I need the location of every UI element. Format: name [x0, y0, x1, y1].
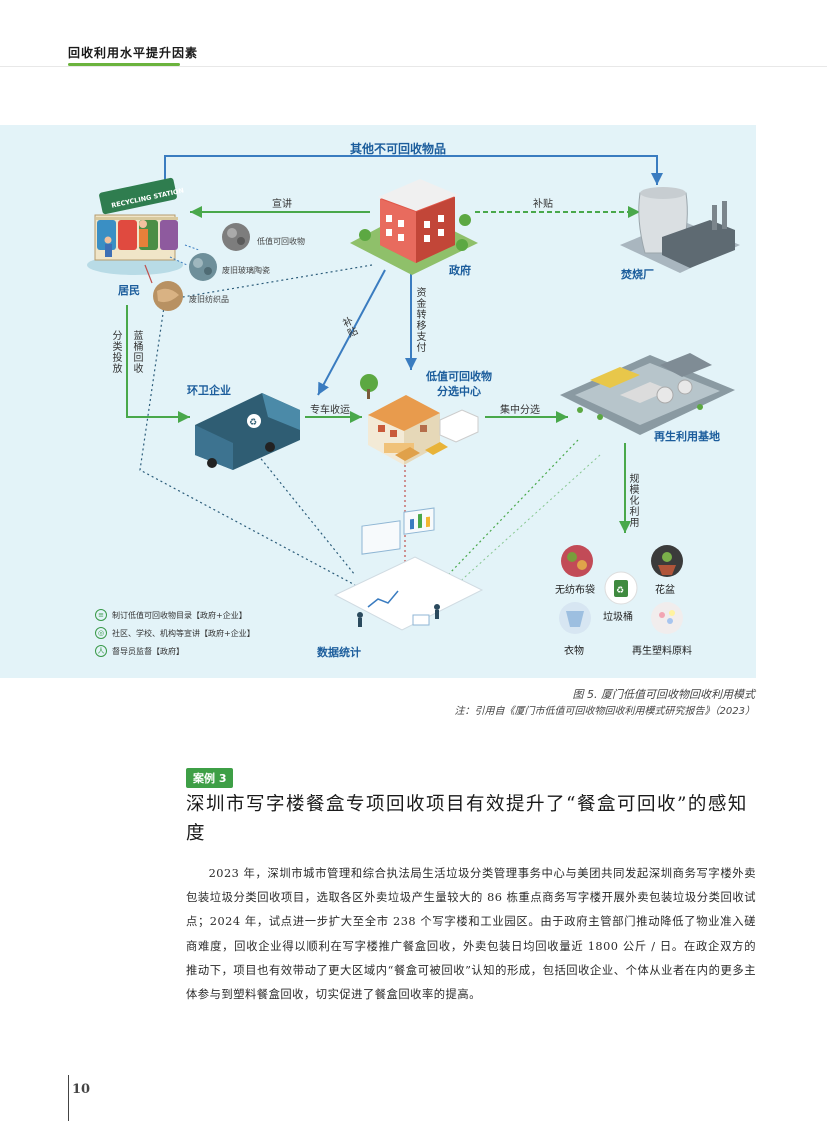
recycling-station-illustration: RECYCLING STATION	[87, 177, 185, 275]
legend-text: 社区、学校、机构等宣讲【政府+企业】	[112, 628, 255, 638]
list-icon: ≡	[95, 609, 107, 621]
product-trash-bin: 垃圾桶	[603, 612, 633, 623]
data-link-government	[139, 264, 373, 586]
residents-title: 居民	[118, 284, 140, 297]
case-badge: 案例 3	[186, 768, 234, 788]
page-number-rule	[68, 1075, 69, 1121]
flow-diagram-graphics: RECYCLING STATION	[87, 155, 740, 634]
figure-source-note: 注：引用自《厦门市低值可回收物回收利用模式研究报告》（2023）	[454, 706, 755, 717]
non-recyclable-label: 其他不可回收物品	[350, 142, 447, 156]
legend-item-supervision: 人 督导员监督【政府】	[95, 642, 255, 660]
person-icon: 人	[95, 645, 107, 657]
figure-legend: ≡ 制订低值可回收物目录【政府+企业】 ◎ 社区、学校、机构等宣讲【政府+企业】…	[95, 606, 255, 660]
incineration-plant-illustration	[620, 187, 740, 273]
legend-item-publicity: ◎ 社区、学校、机构等宣讲【政府+企业】	[95, 624, 255, 642]
government-title: 政府	[449, 264, 471, 277]
svg-text:♻: ♻	[616, 586, 624, 596]
sanitation-title: 环卫企业	[187, 384, 231, 397]
figure-caption: 图 5. 厦门低值可回收物回收利用模式	[572, 688, 756, 701]
product-recycled-plastic: 再生塑料原料	[632, 646, 692, 657]
header-accent-rule	[68, 63, 180, 66]
fund-transfer-label: 资金转移支付	[414, 287, 425, 353]
recycling-base-illustration	[560, 353, 735, 435]
recycling-model-figure: RECYCLING STATION	[0, 125, 756, 678]
waste-type-textiles: 废旧纺织品	[189, 295, 229, 304]
recycling-base-title: 再生利用基地	[654, 430, 720, 443]
data-link-base	[447, 439, 579, 576]
running-head: 回收利用水平提升因素	[68, 46, 199, 60]
data-link-sanitation	[257, 454, 356, 576]
legend-item-catalog: ≡ 制订低值可回收物目录【政府+企业】	[95, 606, 255, 624]
legend-text: 督导员监督【政府】	[112, 646, 184, 656]
case-body-paragraph: 2023 年，深圳市城市管理和综合执法局生活垃圾分类管理事务中心与美团共同发起深…	[186, 867, 756, 1002]
dedicated-transport-label: 专车收运	[310, 405, 350, 416]
delivery-arrow	[126, 305, 190, 423]
publicity-label: 宣讲	[272, 199, 292, 210]
page-number: 10	[72, 1082, 91, 1097]
product-flowerpot: 花盆	[655, 585, 675, 596]
sorting-center-illustration	[360, 374, 479, 465]
incineration-title: 焚烧厂	[621, 268, 654, 281]
product-nonwoven-bag: 无纺布袋	[555, 585, 595, 596]
waste-type-low-value: 低值可回收物	[257, 237, 305, 246]
subsidy-label: 补贴	[533, 199, 553, 210]
header-divider	[0, 66, 827, 67]
blue-bin-label: 蓝桶回收	[131, 330, 142, 374]
centralized-sorting-label: 集中分选	[500, 405, 540, 416]
sorting-center-title-line2: 分选中心	[437, 385, 481, 398]
data-statistics-illustration	[333, 507, 484, 631]
community-icon: ◎	[95, 627, 107, 639]
scale-utilization-label: 规模化利用	[627, 473, 638, 528]
product-clothes: 衣物	[564, 646, 584, 657]
case-title: 深圳市写字楼餐盒专项回收项目有效提升了“餐盒可回收”的感知度	[186, 794, 748, 844]
subsidy-diagonal-arrow	[317, 269, 386, 396]
government-building-illustration	[350, 179, 478, 275]
garbage-truck-illustration: ♻	[195, 393, 300, 470]
svg-text:♻: ♻	[249, 418, 257, 428]
legend-text: 制订低值可回收物目录【政府+企业】	[112, 610, 247, 620]
product-icons: ♻	[559, 545, 683, 634]
statistics-title: 数据统计	[317, 646, 361, 659]
sorting-center-title-line1: 低值可回收物	[426, 370, 492, 383]
waste-type-glass-ceramics: 废旧玻璃陶瓷	[222, 266, 270, 275]
non-recyclable-arrow	[164, 155, 663, 185]
waste-type-icons	[144, 223, 250, 311]
sorting-delivery-label: 分类投放	[110, 330, 121, 374]
